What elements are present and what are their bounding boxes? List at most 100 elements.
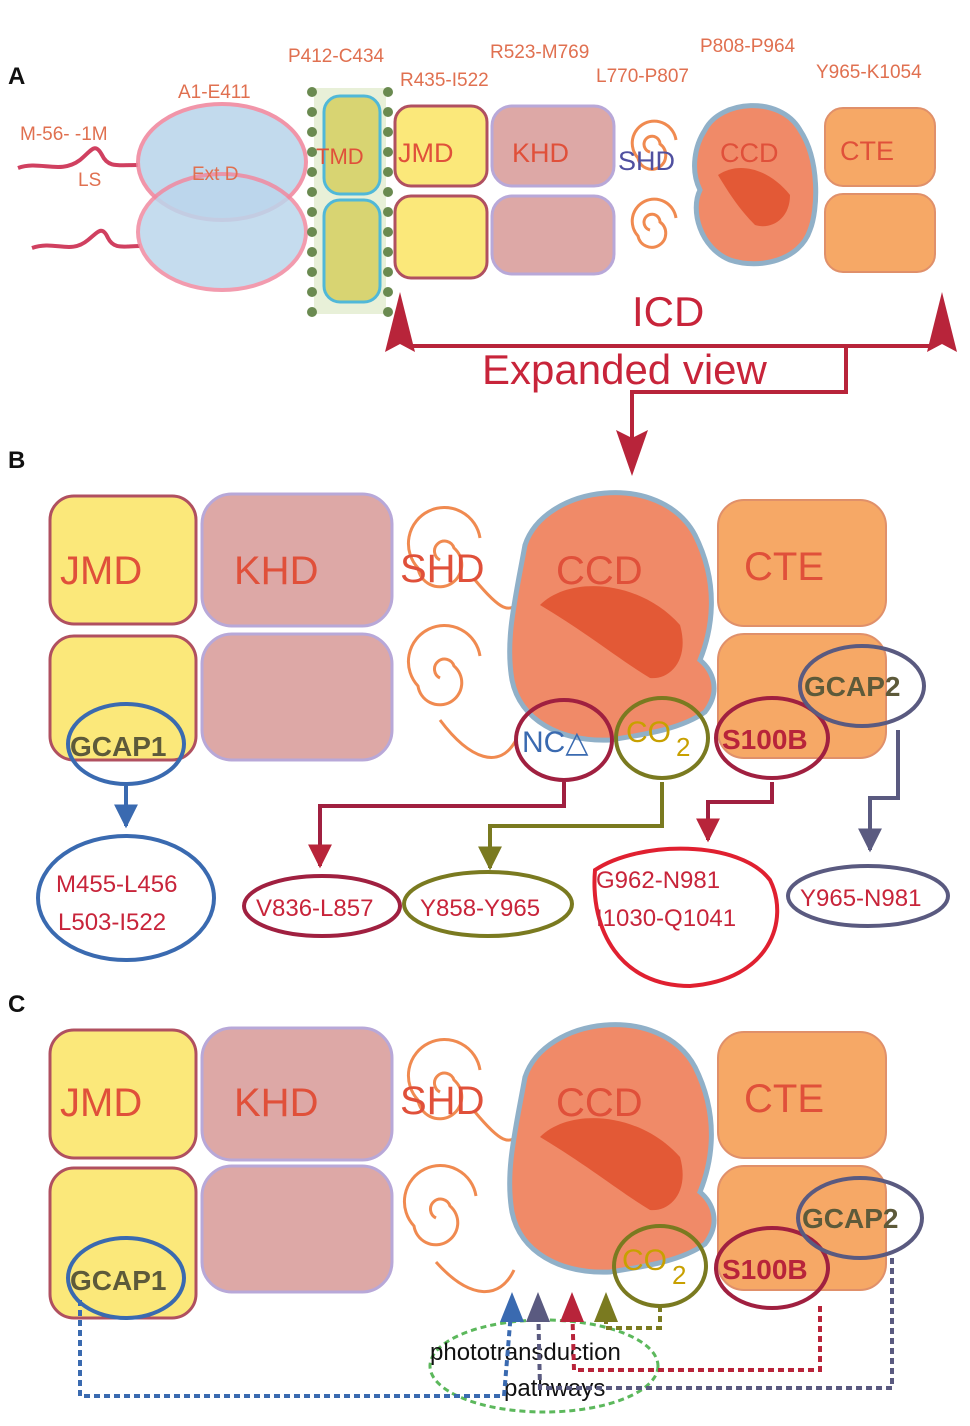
- shd-a-label: SHD: [618, 146, 675, 176]
- shd-c-lower-spiral: [402, 1164, 516, 1294]
- pathways-line1: phototransduction: [430, 1339, 621, 1366]
- cte-a-label: CTE: [840, 136, 894, 166]
- expanded-view-label: Expanded view: [482, 346, 768, 393]
- shd-a-lower-spiral: [630, 197, 678, 249]
- khd-b-label: KHD: [234, 549, 318, 593]
- nc-site-arrow: [308, 782, 566, 869]
- s100b-site-line2: I1030-Q1041: [596, 905, 736, 932]
- s100b-pathway-arrowhead: [560, 1292, 584, 1322]
- gcap1-pathway-arrowhead: [500, 1292, 524, 1322]
- ccd-a-core: [718, 167, 790, 227]
- cte-a-upper: [824, 107, 936, 187]
- ccd-c-core: [540, 1118, 683, 1211]
- ccd-b-label: CCD: [556, 549, 643, 593]
- khd-b-upper: [200, 492, 394, 628]
- cte-range-label: Y965-K1054: [816, 62, 922, 83]
- shd-b-lower-spiral: [406, 624, 518, 759]
- ls-signal-peptide: [17, 146, 141, 250]
- gcap2-site-arrow: [858, 730, 900, 853]
- jmd-b-lower: [48, 634, 198, 762]
- panel-c-label: C: [8, 991, 25, 1018]
- khd-range-label: R523-M769: [490, 42, 589, 63]
- co2-c-subscript: 2: [672, 1260, 686, 1290]
- shd-a-upper-spiral: [630, 119, 678, 171]
- jmd-c-upper: [48, 1028, 198, 1160]
- gcap2-c-label: GCAP2: [802, 1203, 898, 1234]
- ccd-a-label: CCD: [720, 138, 779, 168]
- shd-b-label: SHD: [400, 547, 484, 591]
- nc-b-binding-circle: [514, 698, 614, 782]
- nc-site-oval: [242, 874, 402, 938]
- co2-site-oval: [402, 870, 574, 938]
- co2-site-label: Y858-Y965: [420, 895, 540, 922]
- gcap1-site-line2: L503-I522: [58, 909, 166, 936]
- khd-b-lower: [200, 632, 394, 762]
- khd-a-label: KHD: [512, 138, 569, 168]
- gcap1-b-binding-circle: [66, 702, 186, 786]
- ccd-range-label: P808-P964: [700, 36, 796, 57]
- jmd-a-label: JMD: [398, 138, 454, 168]
- shd-range-label: L770-P807: [596, 66, 689, 87]
- cte-c-lower: [717, 1165, 887, 1291]
- ls-range-label: M-56- -1M: [20, 124, 108, 145]
- gcap1-c-binding-circle: [66, 1236, 186, 1320]
- s100b-b-binding-circle: [714, 696, 830, 780]
- gcap2-pathway-link: [536, 1258, 894, 1390]
- gcap1-site-line1: M455-L456: [56, 871, 177, 898]
- gcap1-b-label: GCAP1: [70, 731, 166, 762]
- jmd-range-label: R435-I522: [400, 70, 489, 91]
- gcap2-site-label: Y965-N981: [800, 885, 921, 912]
- extd-range-label: A1-E411: [178, 82, 251, 103]
- extd-lower: [136, 172, 308, 292]
- jmd-c-label: JMD: [60, 1081, 142, 1125]
- s100b-c-label: S100B: [722, 1254, 808, 1285]
- icd-bracket: [385, 292, 957, 476]
- co2-b-label: CO: [626, 716, 671, 749]
- panel-a-label: A: [8, 63, 25, 90]
- ccd-b-core: [540, 586, 683, 679]
- co2-b-subscript: 2: [676, 732, 690, 762]
- gcap2-c-binding-circle: [796, 1176, 924, 1260]
- cte-b-upper: [717, 499, 887, 627]
- s100b-site-arrow: [696, 782, 774, 843]
- nc-b-label: NC△: [522, 726, 588, 759]
- gcap1-c-label: GCAP1: [70, 1265, 166, 1296]
- tmd-membrane: [307, 87, 393, 317]
- co2-c-label: CO: [622, 1244, 667, 1277]
- icd-label: ICD: [632, 288, 704, 335]
- khd-a-upper: [490, 104, 616, 188]
- khd-c-upper: [200, 1026, 394, 1162]
- gcap2-b-label: GCAP2: [804, 671, 900, 702]
- jmd-a-lower: [393, 194, 489, 280]
- panel-b-label: B: [8, 447, 25, 474]
- tmd-range-label: P412-C434: [288, 46, 385, 67]
- ls-label: LS: [78, 170, 101, 191]
- co2-pathway-arrowhead: [594, 1292, 618, 1322]
- nc-site-label: V836-L857: [256, 895, 373, 922]
- gcap1-site-oval: [36, 834, 216, 962]
- jmd-b-upper: [48, 494, 198, 626]
- shd-c-label: SHD: [400, 1079, 484, 1123]
- ccd-c-label: CCD: [556, 1081, 643, 1125]
- khd-a-lower: [490, 194, 616, 276]
- co2-site-arrow: [478, 782, 664, 871]
- gcap2-pathway-arrowhead: [526, 1292, 550, 1322]
- gcap2-b-binding-circle: [798, 644, 926, 728]
- s100b-site-oval: [592, 846, 780, 989]
- s100b-c-binding-circle: [714, 1226, 830, 1310]
- khd-c-label: KHD: [234, 1081, 318, 1125]
- cte-c-upper: [717, 1031, 887, 1159]
- s100b-pathway-link: [570, 1299, 822, 1372]
- khd-c-lower: [200, 1164, 394, 1294]
- co2-b-binding-circle: [614, 696, 710, 780]
- tmd-label: TMD: [316, 144, 364, 169]
- cte-a-lower: [824, 193, 936, 273]
- s100b-site-line1: G962-N981: [596, 867, 720, 894]
- jmd-a-upper: [393, 104, 489, 188]
- extd-label: Ext D: [192, 164, 238, 185]
- cte-c-label: CTE: [744, 1077, 824, 1121]
- gcap2-site-oval: [786, 864, 950, 928]
- jmd-b-label: JMD: [60, 549, 142, 593]
- cte-b-label: CTE: [744, 545, 824, 589]
